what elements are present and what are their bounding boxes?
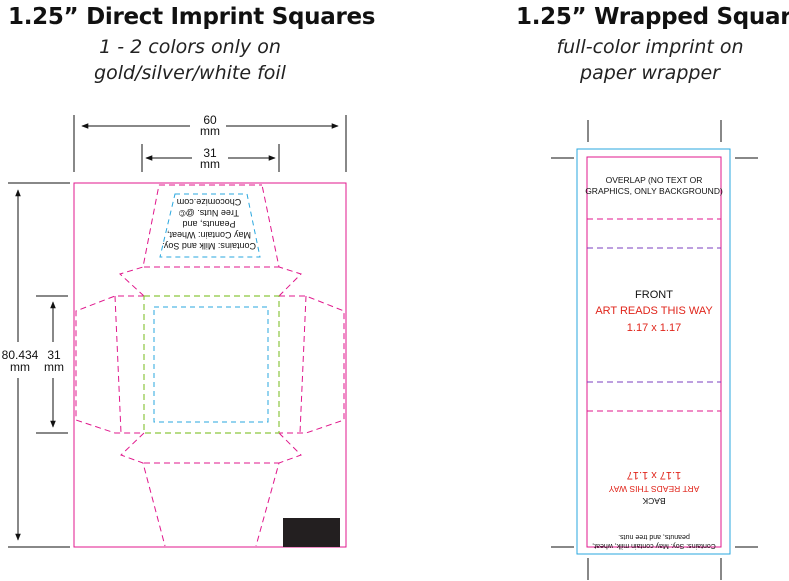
right-crop-marks [551,120,758,580]
total-width-value: 60 [203,113,217,127]
inner-width-value: 31 [203,146,217,160]
total-height-unit: mm [10,360,30,374]
right-fold-lines [587,218,721,412]
left-trim-outline [73,182,347,548]
left-subtitle-line1: 1 - 2 colors only on [99,36,281,58]
flap-text-line: May Contain: Wheat, [167,230,251,240]
inner-height-value: 31 [47,348,61,362]
back-label: BACK [642,496,665,506]
flap-text-line: Tree Nuts. @© [179,208,239,218]
back-art-direction: ART READS THIS WAY [608,484,699,494]
flap-text-block: Contains: Milk and Soy. May Contain: Whe… [162,197,256,251]
overlap-line2: GRAPHICS, ONLY BACKGROUND) [585,186,723,196]
right-trim-outline [586,156,722,548]
left-flap-safe-area [159,193,261,258]
front-label: FRONT [635,289,673,301]
left-safe-area [153,306,269,423]
inner-width-unit: mm [200,157,220,171]
left-dimensions [8,115,347,548]
back-panel-text: Contains: Soy. May contain milk, wheat, … [592,469,716,549]
flap-text-line: Contains: Milk and Soy. [162,241,256,251]
flap-text-line: Chocomize.com [177,197,242,207]
left-title: 1.25” Direct Imprint Squares [8,4,376,30]
total-width-unit: mm [200,124,220,138]
left-subtitle-line2: gold/silver/white foil [94,62,286,84]
right-bleed-outline [576,148,731,555]
left-fold-lines [75,184,345,547]
right-subtitle-line2: paper wrapper [580,62,720,84]
back-contains-line2: peanuts, and tree nuts. [618,533,690,540]
inner-height-unit: mm [44,360,64,374]
front-size: 1.17 x 1.17 [627,322,681,334]
right-subtitle-line1: full-color imprint on [556,36,744,58]
flap-text-line: Peanuts, and [182,219,235,229]
right-title: 1.25” Wrapped Squares [516,4,789,30]
overlap-line1: OVERLAP (NO TEXT OR [606,175,703,185]
total-height-value: 80.434 [2,348,39,362]
left-square-outline [143,295,280,434]
back-contains-line1: Contains: Soy. May contain milk, wheat, [592,542,716,549]
back-size: 1.17 x 1.17 [627,469,681,481]
front-art-direction: ART READS THIS WAY [595,305,713,317]
barcode-block [283,518,340,547]
